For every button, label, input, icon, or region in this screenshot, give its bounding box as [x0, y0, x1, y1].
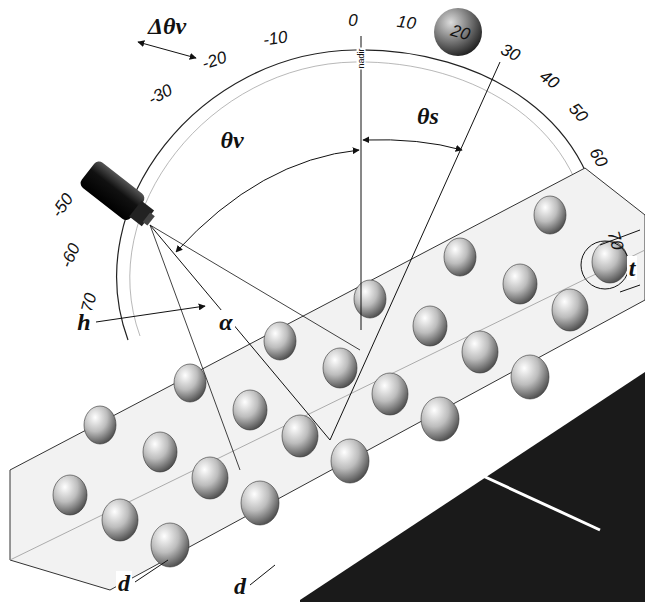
angle-symbol: Δθv — [146, 14, 188, 38]
scale-number: -30 — [145, 81, 175, 108]
axis-label: nadir — [356, 47, 365, 69]
angle-symbol: θs — [415, 104, 441, 128]
scale-number: -60 — [57, 240, 83, 269]
scale-number: 50 — [565, 99, 590, 124]
scale-number: 10 — [395, 12, 416, 31]
dimension-label: t — [627, 256, 638, 280]
scale-number: 70 — [604, 229, 626, 252]
scale-number: -50 — [48, 190, 76, 220]
scale-number: 30 — [498, 40, 522, 64]
dimension-label: d — [116, 571, 132, 595]
scale-number: 0 — [348, 12, 357, 29]
scale-number: 20 — [449, 21, 472, 43]
angle-symbol: θv — [218, 128, 245, 152]
scale-number: -10 — [262, 28, 289, 48]
scale-number: 60 — [586, 145, 610, 170]
dimension-label: d — [232, 574, 248, 598]
dimension-label: h — [75, 310, 92, 334]
scale-number: -20 — [200, 48, 229, 72]
angle-symbol: α — [217, 310, 234, 334]
scale-number: 40 — [536, 67, 561, 92]
